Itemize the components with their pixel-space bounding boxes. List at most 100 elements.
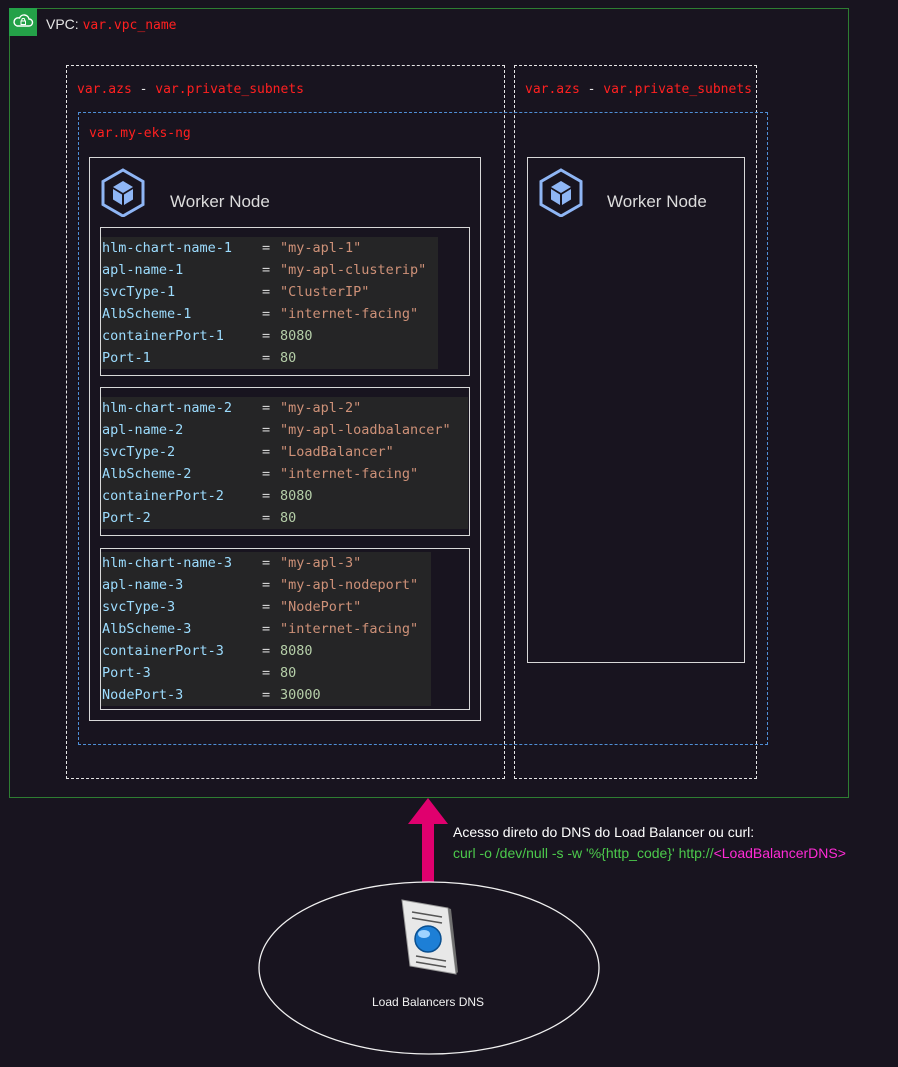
chart-row: hlm-chart-name-3 = "my-apl-3"	[102, 552, 431, 574]
chart-key: svcType-1	[102, 284, 176, 300]
chart-1-code: hlm-chart-name-1="my-apl-1"apl-name-1="m…	[101, 237, 438, 369]
chart-row: hlm-chart-name-2 = "my-apl-2"	[102, 397, 468, 419]
chart-key: AlbScheme-2	[102, 466, 192, 482]
worker-node-1	[89, 157, 481, 721]
chart-equals: =	[262, 599, 271, 615]
dns-document-globe-icon	[398, 896, 460, 978]
chart-key: NodePort-3	[102, 687, 184, 703]
chart-key: hlm-chart-name-2	[102, 400, 233, 416]
chart-row: containerPort-2 = 8080	[102, 485, 468, 507]
chart-key: hlm-chart-name-1	[102, 240, 233, 256]
eks-cube-icon	[536, 167, 586, 218]
chart-row: AlbScheme-3="internet-facing"	[102, 618, 431, 640]
chart-equals: =	[262, 466, 271, 482]
chart-row: svcType-2 = "LoadBalancer"	[102, 441, 468, 463]
vpc-label: VPC:	[46, 16, 83, 32]
subnet-2-sep: -	[579, 82, 604, 97]
subnet-2-label: var.azs - var.private_subnets	[525, 80, 752, 98]
chart-key: Port-1	[102, 350, 151, 366]
chart-key: apl-name-3	[102, 577, 184, 593]
chart-value: "internet-facing"	[280, 466, 419, 482]
access-note: Acesso direto do DNS do Load Balancer ou…	[453, 824, 755, 840]
chart-key: containerPort-2	[102, 488, 224, 504]
chart-value: 80	[280, 350, 297, 366]
chart-equals: =	[262, 577, 271, 593]
chart-value: 8080	[280, 643, 313, 659]
chart-equals: =	[262, 621, 271, 637]
chart-row: apl-name-3 = "my-apl-nodeport"	[102, 574, 431, 596]
subnet-1-label: var.azs - var.private_subnets	[77, 80, 304, 98]
chart-row: containerPort-1=8080	[102, 325, 438, 347]
chart-equals: =	[262, 488, 271, 504]
vpc-cloud-lock-icon	[9, 8, 37, 36]
chart-value: 80	[280, 665, 297, 681]
chart-row: svcType-3 = "NodePort"	[102, 596, 431, 618]
vpc-container	[9, 8, 849, 798]
node-group-label: var.my-eks-ng	[89, 126, 191, 141]
chart-value: 8080	[280, 488, 313, 504]
private-subnet-1	[66, 65, 505, 779]
chart-value: 30000	[280, 687, 321, 703]
chart-key: svcType-3	[102, 599, 176, 615]
chart-value: "my-apl-loadbalancer"	[280, 422, 451, 438]
chart-key: containerPort-3	[102, 643, 224, 659]
chart-key: Port-3	[102, 665, 151, 681]
chart-value: "internet-facing"	[280, 306, 419, 322]
chart-row: AlbScheme-1 = "internet-facing"	[102, 303, 438, 325]
chart-row: AlbScheme-2 = "internet-facing"	[102, 463, 468, 485]
chart-key: Port-2	[102, 510, 151, 526]
access-arrow	[408, 798, 448, 882]
chart-key: hlm-chart-name-3	[102, 555, 233, 571]
chart-equals: =	[262, 555, 271, 571]
chart-row: Port-2 = 80	[102, 507, 468, 529]
chart-equals: =	[262, 240, 271, 256]
chart-row: hlm-chart-name-1="my-apl-1"	[102, 237, 438, 259]
chart-equals: =	[262, 444, 271, 460]
subnet-2-azs: var.azs	[525, 82, 580, 97]
load-balancer-ellipse	[257, 880, 602, 1058]
chart-key: AlbScheme-3	[102, 621, 192, 637]
chart-value: "my-apl-2"	[280, 400, 362, 416]
worker-node-2	[527, 157, 745, 663]
chart-3-code: hlm-chart-name-3 = "my-apl-3" apl-name-3 = "m…	[101, 552, 431, 706]
chart-box-2	[100, 387, 470, 536]
subnet-1-azs: var.azs	[77, 82, 132, 97]
chart-row: containerPort-3 = 8080	[102, 640, 431, 662]
chart-key: apl-name-1	[102, 262, 184, 278]
chart-value: "my-apl-3"	[280, 555, 362, 571]
chart-value: 80	[280, 510, 297, 526]
chart-box-3	[100, 548, 470, 710]
subnet-2-subnets: var.private_subnets	[603, 82, 752, 97]
chart-row: NodePort-3 = 30000	[102, 684, 431, 706]
chart-value: "NodePort"	[280, 599, 362, 615]
chart-value: "LoadBalancer"	[280, 444, 394, 460]
vpc-name: var.vpc_name	[82, 18, 177, 33]
subnet-1-sep: -	[131, 82, 156, 97]
eks-cube-icon	[98, 167, 148, 218]
chart-row: svcType-1 = "ClusterIP"	[102, 281, 438, 303]
chart-row: apl-name-2 = "my-apl-loadbalancer"	[102, 419, 468, 441]
chart-equals: =	[262, 643, 271, 659]
chart-equals: =	[262, 687, 271, 703]
chart-key: AlbScheme-1	[102, 306, 192, 322]
chart-equals: =	[262, 510, 271, 526]
chart-equals: =	[262, 306, 271, 322]
chart-equals: =	[262, 422, 271, 438]
chart-equals: =	[262, 284, 271, 300]
curl-command-text: curl -o /dev/null -s -w '%{http_code}' h…	[453, 845, 714, 861]
chart-value: 8080	[280, 328, 313, 344]
chart-2-code: hlm-chart-name-2 = "my-apl-2" apl-name-2 = "m…	[101, 397, 468, 529]
chart-value: "ClusterIP"	[280, 284, 370, 300]
chart-key: apl-name-2	[102, 422, 184, 438]
load-balancer-label: Load Balancers DNS	[371, 995, 485, 1009]
eks-node-group	[78, 112, 768, 745]
worker-node-2-title: Worker Node	[607, 192, 707, 211]
chart-equals: =	[262, 400, 271, 416]
chart-key: svcType-2	[102, 444, 176, 460]
chart-value: "my-apl-nodeport"	[280, 577, 419, 593]
lb-dns-placeholder: <LoadBalancerDNS>	[713, 845, 846, 861]
chart-value: "my-apl-clusterip"	[280, 262, 427, 278]
worker-node-1-title: Worker Node	[170, 192, 270, 211]
chart-row: Port-1=80	[102, 347, 438, 369]
chart-key: containerPort-1	[102, 328, 224, 344]
